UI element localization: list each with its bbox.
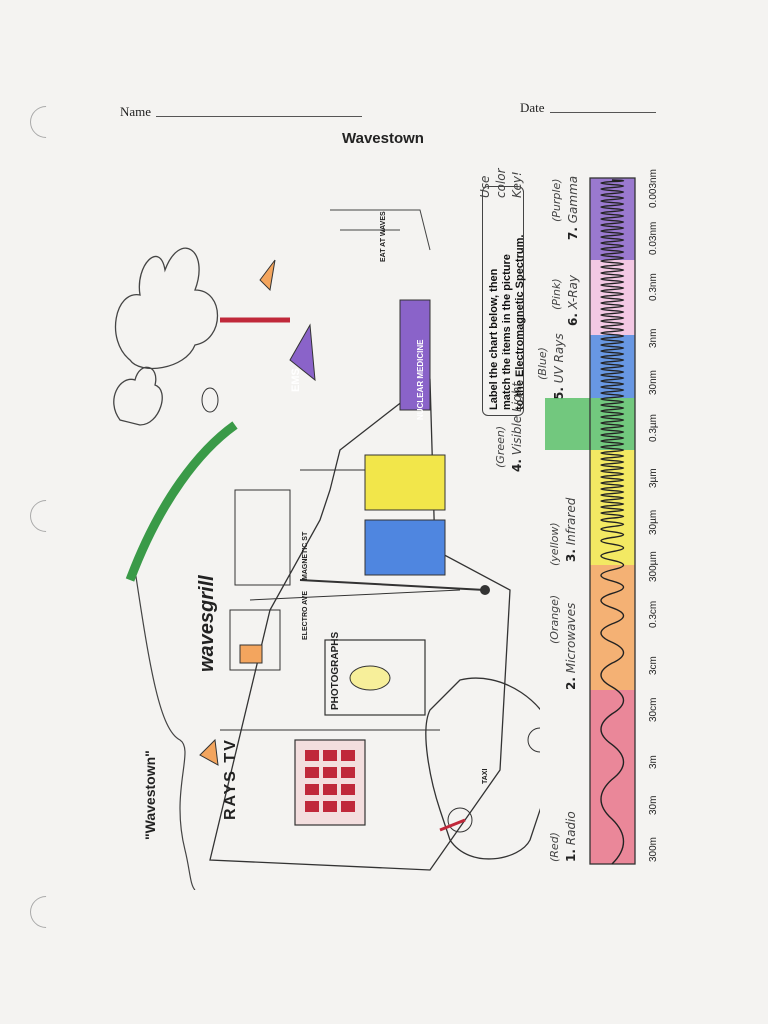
green-arc [125,421,238,582]
ems-sign: EMS [290,368,302,392]
spectrum-band [590,690,635,864]
name-label: Name [120,104,152,119]
spectrum-label-visible-light: 4. Visible Light [510,382,524,472]
wavesgrill-sign: wavesgrill [196,575,218,672]
rays-tv-sign: RAYS TV [222,738,239,820]
taxi-sign: TAXI [482,768,489,784]
wavelength-label: 30nm [648,369,659,395]
eat-at-sign: EAT AT WAVES [380,211,387,262]
wavelength-label: 300µm [648,550,659,582]
nuclear-medicine-sign: NUCLEAR MEDICINE [416,339,425,420]
cloud-icon [113,366,163,426]
electro-street-sign: ELECTRO AVE [302,590,309,640]
wavelength-label: 30m [648,795,659,816]
magnetic-street-sign: MAGNETIC ST [302,531,309,580]
punch-hole [23,99,69,145]
spectrum-number: 4. [510,459,524,472]
wave-line [600,179,625,865]
date-field[interactable] [550,112,656,113]
cloud-icon [114,247,218,370]
margin-note: color [494,168,508,198]
color-key-green: (Green) [494,425,507,468]
wavelength-label: 0.003nm [648,169,659,208]
wavelength-label: 3m [648,754,659,769]
spectrum-band [590,565,635,690]
spectrum-name: Visible Light [510,382,524,456]
spectrum-band [590,178,635,260]
spectrum-band [590,335,635,398]
name-field[interactable] [156,116,362,117]
wavelength-label: 30cm [648,697,659,722]
wavelength-label: 0.3nm [648,273,659,302]
worksheet-title: Wavestown [342,130,424,147]
wavelength-label: 30µm [648,509,659,535]
wavelength-label: 0.3cm [648,601,659,629]
wavelength-label: 3cm [648,656,659,676]
wavelength-label: 0.3µm [648,413,659,442]
wavestown-illustration [113,209,540,890]
wavelength-label: 3nm [648,328,659,349]
taxi-car [425,677,540,860]
wavelength-label: 300m [648,836,659,862]
date-label: Date [520,100,545,115]
spectrum-strip [545,177,636,865]
margin-note: Use [478,175,492,198]
wavelength-label: 3µm [648,468,659,489]
punch-hole [23,889,69,935]
photographs-sign: PHOTOGRAPHS [330,631,341,710]
margin-note: Key! [510,171,524,198]
punch-hole [23,493,69,539]
wavelength-label: 0.03nm [648,221,659,255]
instructions-box [482,186,524,416]
